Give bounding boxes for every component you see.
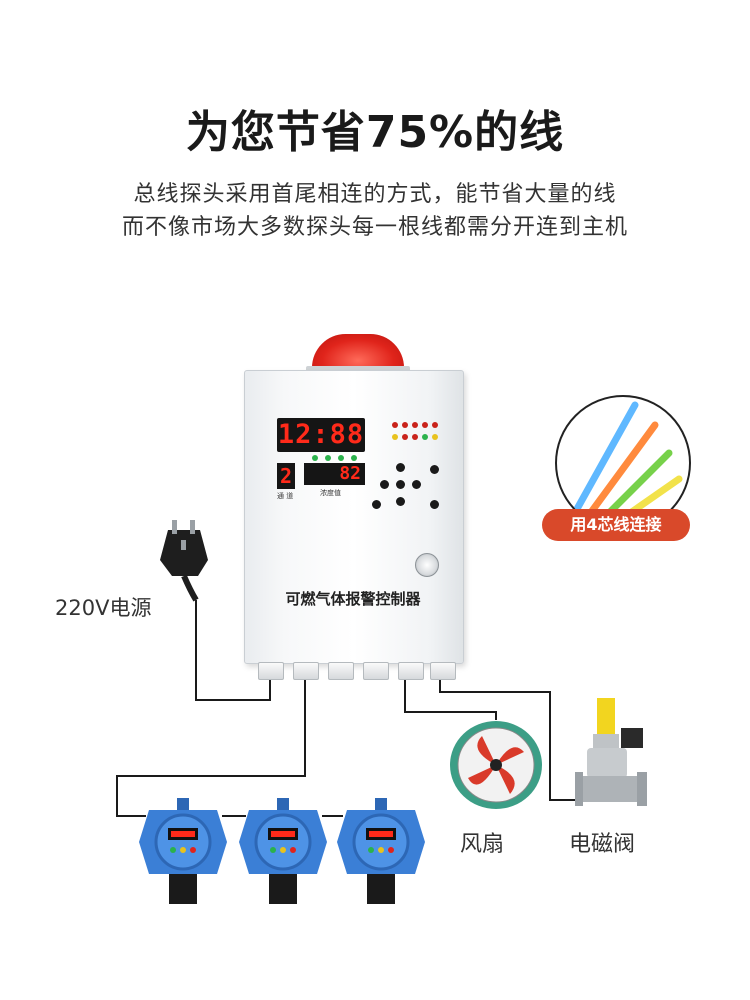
callout-pill: 用4芯线连接 [542,509,690,541]
detector-bus-wire [116,680,306,817]
fan-icon [450,721,542,809]
indicator-led [432,422,438,428]
valve-wire [439,680,578,801]
subtitle-line-2: 而不像市场大多数探头每一根线都需分开连到主机 [121,215,628,240]
gas-detector-icon [337,798,425,904]
cable-gland [363,662,389,680]
controller-cabinet [244,370,464,664]
headline: 为您节省75%的线 [185,107,565,158]
status-led [312,455,318,461]
cable-gland [430,662,456,680]
cable-gland [293,662,319,680]
cable-gland [398,662,424,680]
solenoid-valve-icon [575,698,647,806]
wire-bundle-icon [555,395,691,531]
indicator-led [402,434,408,440]
valve-label: 电磁阀 [569,832,636,857]
ok-button[interactable] [396,480,405,489]
indicator-led [392,422,398,428]
left-button[interactable] [380,480,389,489]
menu-button[interactable] [430,465,439,474]
indicator-led [392,434,398,440]
subtitle-line-1: 总线探头采用首尾相连的方式，能节省大量的线 [133,182,617,207]
gas-detector-icon [139,798,227,904]
fan-label: 风扇 [460,832,505,857]
indicator-led [422,434,428,440]
power-plug-icon [160,520,208,602]
indicator-led [412,422,418,428]
cable-gland [328,662,354,680]
indicator-led [422,422,428,428]
down-button[interactable] [396,497,405,506]
indicator-led [432,434,438,440]
indicator-led [412,434,418,440]
alarm-beacon-icon [312,334,404,372]
cabinet-title: 可燃气体报警控制器 [285,590,421,608]
mute-button[interactable] [430,500,439,509]
clock-display: 12:88 [277,418,365,452]
fan-wire [404,680,497,720]
key-lock-icon[interactable] [415,553,439,577]
status-led [325,455,331,461]
power-label: 220V电源 [55,596,152,620]
power-wire [195,600,271,701]
channel-display: 2 [277,463,295,489]
concentration-label: 浓度值 [320,489,341,497]
right-button[interactable] [412,480,421,489]
concentration-display: 82 [304,463,365,485]
indicator-led [402,422,408,428]
reset-button[interactable] [372,500,381,509]
cable-gland [258,662,284,680]
up-button[interactable] [396,463,405,472]
status-led [338,455,344,461]
channel-label: 通 道 [277,492,294,500]
status-led [351,455,357,461]
gas-detector-icon [239,798,327,904]
